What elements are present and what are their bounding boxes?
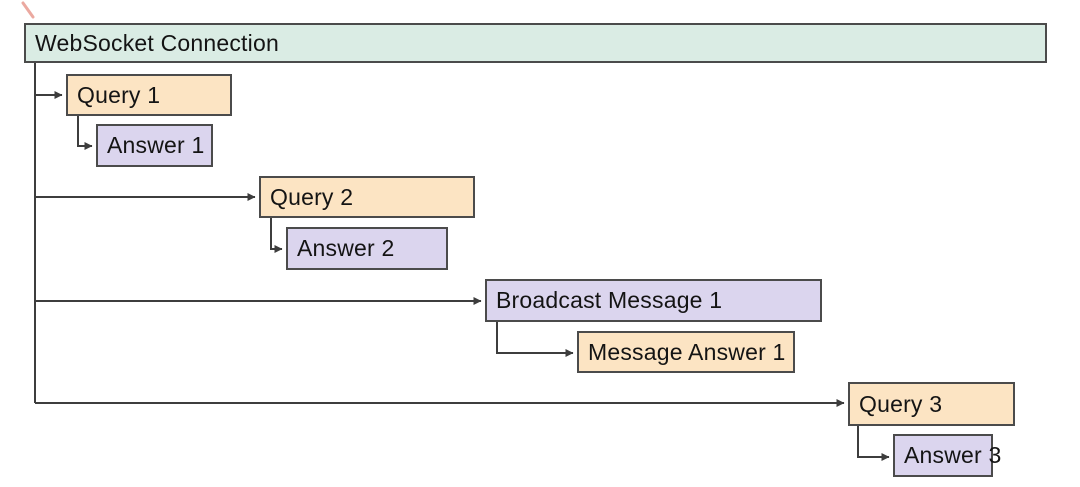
connector-msganswer1 [496, 322, 574, 357]
connector-answer2 [270, 218, 283, 253]
node-query-2: Query 2 [259, 176, 475, 218]
node-query-3: Query 3 [848, 382, 1015, 426]
node-broadcast-message-1: Broadcast Message 1 [485, 279, 822, 322]
node-answer-2: Answer 2 [286, 227, 448, 270]
connector-answer3 [857, 426, 890, 461]
node-answer-1: Answer 1 [96, 124, 213, 167]
node-answer-3: Answer 3 [893, 434, 1001, 477]
websocket-connection-bar: WebSocket Connection [24, 23, 1047, 63]
node-message-answer-1: Message Answer 1 [577, 331, 795, 373]
node-query-1: Query 1 [66, 74, 232, 116]
connector-answer1 [77, 116, 93, 150]
stray-red-mark [21, 1, 35, 19]
